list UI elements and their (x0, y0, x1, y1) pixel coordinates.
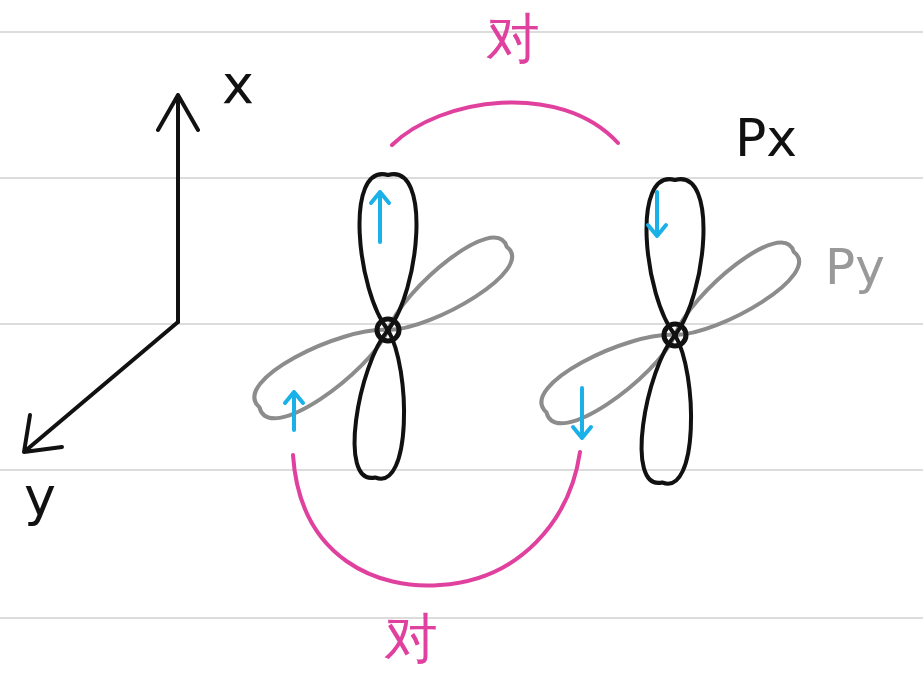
py-lobe (662, 233, 808, 354)
orbital-label: Py (825, 242, 885, 292)
spin-arrow (285, 392, 303, 430)
axis-label: y (24, 470, 56, 524)
px-lobe (647, 179, 704, 335)
pair-label: 对 (486, 12, 540, 66)
px-lobe (638, 333, 699, 485)
ruling-line (0, 323, 923, 325)
ruling-line (0, 617, 923, 619)
nucleus (664, 324, 686, 346)
axis-label: x (222, 58, 254, 112)
spin-arrow (573, 388, 591, 438)
ruling-line (0, 31, 923, 33)
y-axis (24, 322, 178, 452)
x-axis (158, 95, 198, 322)
ruling-line (0, 177, 923, 179)
spin-arrow (371, 192, 389, 242)
spin-arrow (648, 192, 666, 236)
ruling-line (0, 469, 923, 471)
pairing-arc (392, 102, 618, 145)
axes (24, 95, 198, 452)
py-lobe (533, 314, 688, 434)
px-lobe (360, 174, 417, 330)
nucleus (377, 319, 399, 341)
py-lobe (246, 309, 401, 429)
py-lobe (375, 228, 521, 349)
pairing-arc (293, 452, 580, 586)
px-lobe (351, 328, 412, 480)
pair-label: 对 (384, 612, 438, 666)
orbital-label: Px (735, 112, 797, 164)
